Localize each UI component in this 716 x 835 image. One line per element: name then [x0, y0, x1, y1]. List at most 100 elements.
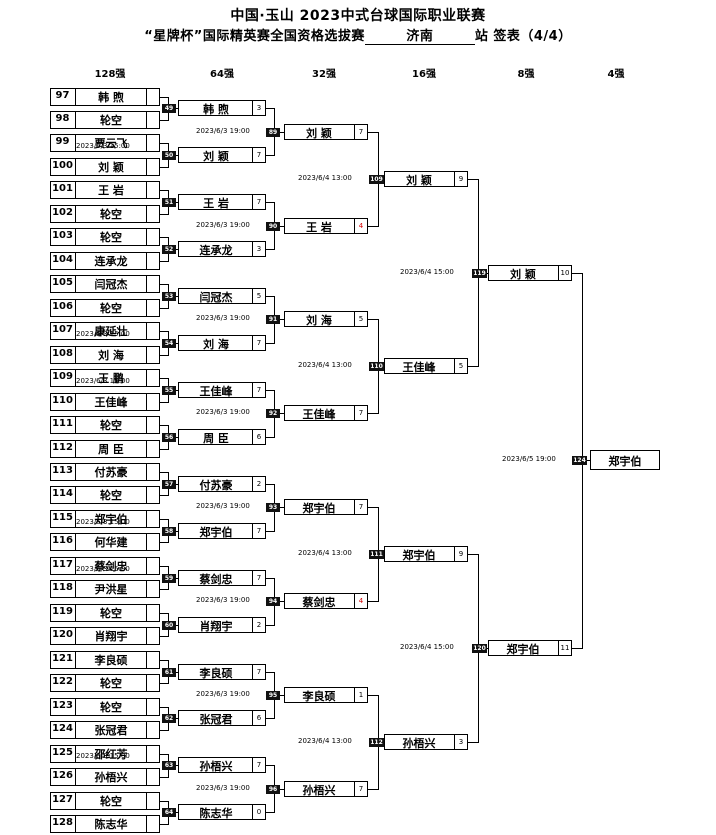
entry-box	[178, 616, 266, 633]
entry-divider	[146, 110, 147, 129]
entry-box	[488, 264, 572, 281]
seed-number: 105	[52, 277, 73, 289]
entry-box	[50, 744, 160, 763]
bracket-line	[160, 542, 169, 544]
bracket-line	[160, 753, 169, 755]
bracket-line	[368, 225, 379, 227]
match-number: 110	[369, 362, 384, 372]
entry-box	[50, 228, 160, 247]
entry-box	[178, 334, 266, 351]
entry-divider	[252, 147, 253, 164]
player-name: 韩 煦	[98, 90, 124, 104]
player-name: 王 岩	[203, 197, 229, 211]
bracket-line	[368, 413, 379, 415]
entry-divider	[146, 815, 147, 834]
entry-box	[178, 569, 266, 586]
entry-box	[50, 674, 160, 693]
entry-divider	[354, 593, 355, 610]
match-time: 2023/6/3 19:00	[196, 314, 250, 323]
seed-number: 107	[52, 324, 73, 336]
bracket-line	[160, 730, 169, 732]
entry-box	[50, 580, 160, 599]
entry-box	[50, 721, 160, 740]
score: 7	[256, 667, 262, 676]
entry-divider	[146, 157, 147, 176]
entry-divider	[146, 204, 147, 223]
entry-divider	[75, 369, 76, 388]
entry-divider	[146, 509, 147, 528]
entry-divider	[146, 627, 147, 646]
entry-box	[50, 181, 160, 200]
score: 10	[560, 268, 570, 277]
seed-number: 123	[52, 699, 73, 711]
entry-divider	[146, 228, 147, 247]
entry-divider	[146, 275, 147, 294]
entry-box	[50, 298, 160, 317]
entry-divider	[454, 170, 455, 187]
match-number: 54	[162, 338, 176, 348]
score: 7	[358, 784, 364, 793]
entry-box	[50, 416, 160, 435]
player-name: 张冠君	[94, 724, 128, 738]
entry-divider	[252, 804, 253, 821]
match-time: 2023/6/3 15:00	[76, 752, 130, 761]
entry-box	[50, 345, 160, 364]
bracket-line	[160, 354, 169, 356]
score: 7	[256, 385, 262, 394]
bracket-line	[266, 624, 275, 626]
score: 7	[256, 761, 262, 770]
entry-box	[50, 815, 160, 834]
bracket-line	[368, 788, 379, 790]
player-name: 王佳峰	[199, 384, 233, 398]
entry-divider	[252, 757, 253, 774]
bracket-line	[160, 378, 169, 380]
entry-box	[178, 428, 266, 445]
entry-divider	[75, 674, 76, 693]
bracket-line	[160, 213, 169, 215]
entry-box	[50, 509, 160, 528]
seed-number: 101	[52, 183, 73, 195]
match-time: 2023/6/4 15:00	[400, 643, 454, 652]
bracket-line	[160, 425, 169, 427]
bracket-line	[266, 295, 275, 297]
player-name: 郑宇伯	[302, 502, 336, 516]
score: 7	[256, 151, 262, 160]
seed-number: 125	[52, 746, 73, 758]
player-name: 付苏豪	[94, 466, 128, 480]
score: 0	[256, 808, 262, 817]
score: 9	[458, 174, 464, 183]
entry-box	[50, 204, 160, 223]
seed-number: 120	[52, 629, 73, 641]
entry-box	[178, 757, 266, 774]
entry-divider	[75, 791, 76, 810]
bracket-line	[160, 565, 169, 567]
player-name: 李良硕	[94, 653, 128, 667]
player-name: 何华建	[94, 536, 128, 550]
entry-box	[284, 780, 368, 797]
bracket-line	[160, 706, 169, 708]
entry-divider	[75, 697, 76, 716]
entry-box	[178, 710, 266, 727]
bracket-line	[572, 648, 583, 650]
entry-divider	[75, 87, 76, 106]
bracket-line	[266, 718, 275, 720]
entry-divider	[146, 791, 147, 810]
match-number: 59	[162, 573, 176, 583]
score: 3	[458, 737, 464, 746]
entry-divider	[75, 134, 76, 153]
match-number: 53	[162, 291, 176, 301]
round-header: 128强	[94, 69, 126, 80]
seed-number: 109	[52, 371, 73, 383]
entry-divider	[75, 556, 76, 575]
entry-divider	[146, 181, 147, 200]
match-time: 2023/6/3 19:00	[196, 408, 250, 417]
title-suffix: 站 签表（4/4）	[474, 29, 572, 44]
entry-box	[50, 627, 160, 646]
entry-divider	[252, 663, 253, 680]
entry-box	[384, 733, 468, 750]
entry-box	[50, 556, 160, 575]
player-name: 邵红芳	[94, 747, 128, 761]
title-event: “星牌杯”国际精英赛全国资格选拔赛	[144, 29, 365, 44]
bracket-line	[160, 143, 169, 145]
seed-number: 97	[55, 89, 70, 101]
